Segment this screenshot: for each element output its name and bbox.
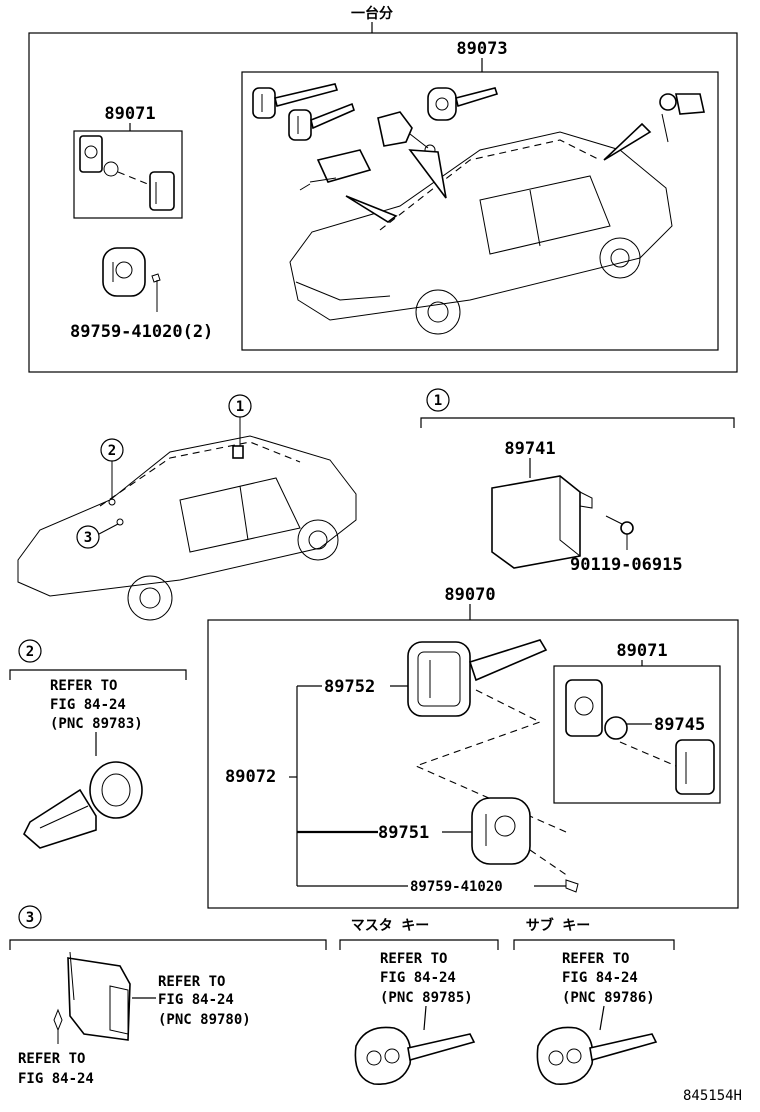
callout-3-overview: 3 <box>76 523 119 549</box>
section-2-bracket <box>9 669 187 680</box>
part-89751-label: 89751 <box>378 823 429 843</box>
section-1-marker <box>426 388 450 412</box>
sub-key-title: サブ キー <box>526 917 590 934</box>
section-3-marker-text: 3 <box>26 910 34 926</box>
svg-text:2: 2 <box>108 443 116 459</box>
bolt-90119-06915-label: 90119-06915 <box>570 555 683 575</box>
section-2-ref-line-2: FIG 84-24 <box>50 697 126 713</box>
assembly-dash-line-1 <box>414 689 567 833</box>
key-case-icon <box>79 135 175 211</box>
key-case-kit-icon <box>565 679 715 795</box>
car-icon-overview <box>17 435 357 621</box>
section-1-bracket <box>420 417 735 428</box>
sub-key-ref-line-3: (PNC 89786) <box>562 990 655 1006</box>
sub-key-ref-line-2: FIG 84-24 <box>562 970 638 986</box>
bolt-icon <box>605 515 634 550</box>
set-quantity-label: 一台分 <box>351 5 393 22</box>
part-89741-label: 89741 <box>504 439 555 459</box>
figure-code: 845154H <box>683 1088 742 1104</box>
sub-key-icon <box>536 1026 658 1085</box>
master-key-ref-line-2: FIG 84-24 <box>380 970 456 986</box>
ignition-cylinder-icon <box>377 111 436 156</box>
section-3-bottom-ref-line-1: REFER TO <box>18 1051 85 1067</box>
master-key-ref-line-1: REFER TO <box>380 951 447 967</box>
key-89752-icon <box>407 639 548 717</box>
screw-label-top: 89759-41020(2) <box>70 322 213 342</box>
transmitter-89751-icon <box>471 797 531 865</box>
part-89073-box <box>241 71 719 351</box>
master-key-icon <box>354 1026 476 1085</box>
control-module-icon <box>491 475 593 569</box>
section-2-marker-text: 2 <box>26 644 34 660</box>
ignition-switch-icon <box>23 761 143 849</box>
master-key-title: マスタ キー <box>351 918 429 934</box>
section-2-marker <box>18 639 42 663</box>
part-89073-label: 89073 <box>456 39 507 59</box>
key-icon-2 <box>288 102 355 141</box>
car-icon-top <box>289 122 673 335</box>
part-89745-label: 89745 <box>654 715 705 735</box>
master-key-ref-line-3: (PNC 89785) <box>380 990 473 1006</box>
section-1-marker-text: 1 <box>434 393 442 409</box>
screw-icon <box>565 879 579 893</box>
sub-key-ref-line-1: REFER TO <box>562 951 629 967</box>
section-3-ref-line-2: FIG 84-24 <box>158 992 234 1008</box>
svg-text:1: 1 <box>236 399 244 415</box>
section-3-bottom-ref-line-2: FIG 84-24 <box>18 1071 94 1087</box>
door-cylinder-icon <box>299 149 372 191</box>
assembly-dash-line-2 <box>529 849 569 877</box>
section-3-ref-line-3: (PNC 89780) <box>158 1012 251 1028</box>
section-2-ref-line-3: (PNC 89783) <box>50 716 143 732</box>
master-key-bracket <box>339 939 499 950</box>
svg-text:3: 3 <box>84 530 92 546</box>
part-89071-top-label: 89071 <box>104 104 155 124</box>
transmitter-icon <box>102 247 161 312</box>
part-89071-top-box <box>73 130 183 219</box>
callout-1-overview: 1 <box>228 394 252 446</box>
part-89752-label: 89752 <box>324 677 375 697</box>
key-icon-3 <box>427 87 499 121</box>
sub-key-bracket <box>513 939 675 950</box>
part-89070-box <box>207 619 739 909</box>
section-2-ref-line-1: REFER TO <box>50 678 117 694</box>
screw-89759-41020-label: 89759-41020 <box>410 879 503 895</box>
section-3-ref-line-1: REFER TO <box>158 974 225 990</box>
section-3-marker <box>18 905 42 929</box>
receiver-module-icon <box>53 951 131 1044</box>
top-set-box <box>28 32 738 373</box>
key-icon-1 <box>252 83 339 119</box>
section-3-bracket <box>9 939 327 950</box>
trunk-cylinder-icon <box>659 93 705 143</box>
part-89070-label: 89070 <box>444 585 495 605</box>
callout-2-overview: 2 <box>100 438 124 500</box>
part-89071-kit-label: 89071 <box>616 641 667 661</box>
part-89072-label: 89072 <box>225 767 276 787</box>
part-89071-kit-box <box>553 665 721 804</box>
